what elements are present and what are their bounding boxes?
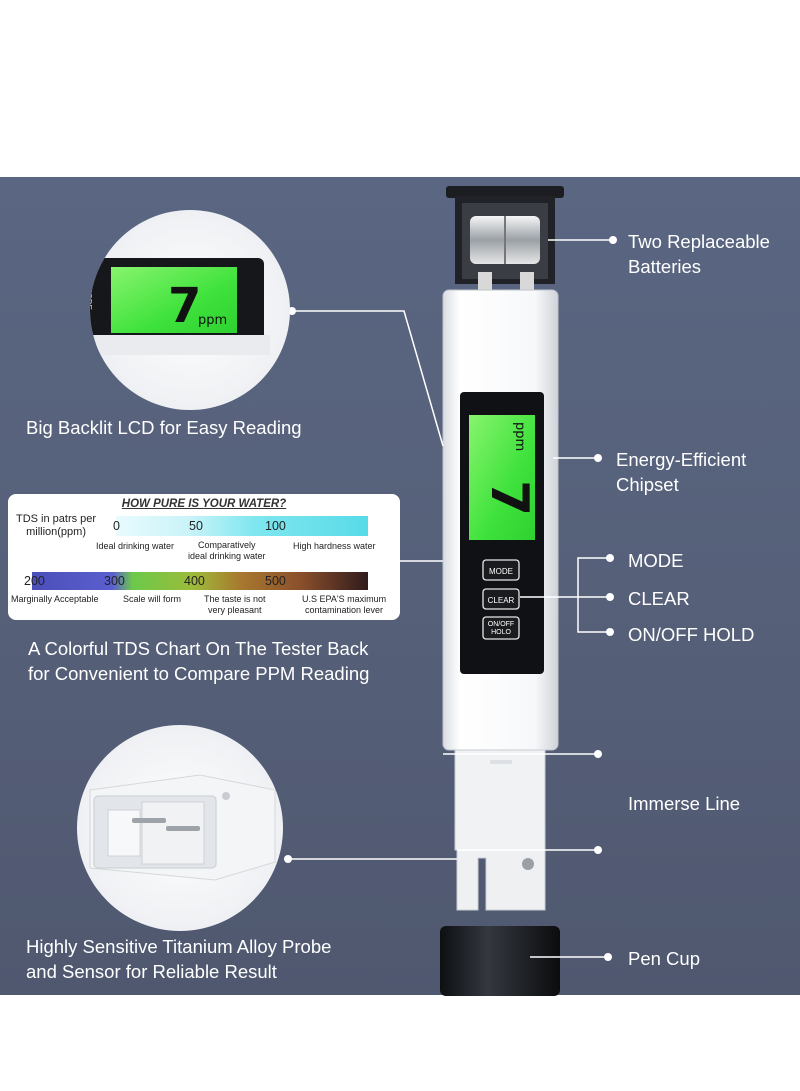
tds-scale1-50: 50 [189, 519, 203, 533]
callout-immerse-line: Immerse Line [628, 793, 741, 814]
callout-chipset: Energy-Efficient Chipset [616, 449, 747, 495]
tds-chart-title: HOW PURE IS YOUR WATER? [121, 498, 287, 510]
tds-ylabel: TDS in patrs per million(ppm) [16, 513, 97, 538]
callout-mode: MODE [628, 550, 684, 571]
tds-scale2-400: 400 [184, 574, 205, 588]
battery-compartment [446, 186, 564, 298]
callout-clear: CLEAR [628, 588, 690, 609]
clear-button-label: CLEAR [488, 596, 515, 605]
tester-pen-body: 7 ppm MODE CLEAR ON/OFF HOLO [442, 289, 559, 751]
clear-button[interactable] [482, 588, 520, 610]
onoff-hold-button[interactable] [482, 616, 520, 640]
tds-label-taste: The taste is not very pleasant [204, 594, 266, 615]
tds-label-marginal: Marginally Acceptable [11, 594, 99, 604]
zoom-mode-label: MODE [84, 286, 93, 310]
callout-dots [284, 236, 617, 961]
tds-scale-bar-low [116, 516, 368, 536]
device-lcd-digit: 7 [479, 480, 539, 516]
tds-scale1-0: 0 [113, 519, 120, 533]
tds-label-comparatively: Comparatively ideal drinking water [188, 540, 266, 561]
caption-lcd: Big Backlit LCD for Easy Reading [26, 417, 302, 438]
onoff-button-label-1: ON/OFF [488, 621, 514, 628]
caption-tds-chart: A Colorful TDS Chart On The Tester Back … [28, 638, 370, 684]
pen-cup [440, 926, 560, 996]
probe-zoom-circle [77, 725, 283, 931]
tds-scale2-500: 500 [265, 574, 286, 588]
tds-label-high-hardness: High hardness water [293, 541, 376, 551]
callout-onoff-hold: ON/OFF HOLD [628, 624, 755, 645]
tds-label-ideal: Ideal drinking water [96, 541, 175, 551]
caption-probe: Highly Sensitive Titanium Alloy Probe an… [26, 936, 332, 982]
mode-button[interactable] [482, 559, 520, 581]
tds-label-scale: Scale will form [123, 594, 182, 604]
device-lcd-unit: ppm [512, 422, 527, 451]
tds-scale2-200: 200 [24, 574, 45, 588]
callout-lines [288, 239, 612, 958]
mode-button-label: MODE [489, 567, 513, 576]
callout-batteries: Two Replaceable Batteries [628, 231, 770, 277]
tds-scale-bar-high [32, 572, 368, 590]
onoff-button-label-2: HOLO [491, 629, 511, 636]
callout-pen-cup: Pen Cup [628, 948, 700, 969]
tds-scale2-300: 300 [104, 574, 125, 588]
lcd-zoom-circle: MODE 7 ppm [84, 210, 290, 410]
tds-label-epa: U.S EPA'S maximum contamination lever [302, 594, 387, 615]
zoom-lcd-unit: ppm [198, 313, 227, 328]
zoom-lcd-digit: 7 [168, 278, 201, 334]
tds-chart-card: HOW PURE IS YOUR WATER? TDS in patrs per… [8, 494, 400, 620]
device-lcd [469, 415, 535, 540]
probe-section [454, 749, 546, 911]
tds-scale1-100: 100 [265, 519, 286, 533]
